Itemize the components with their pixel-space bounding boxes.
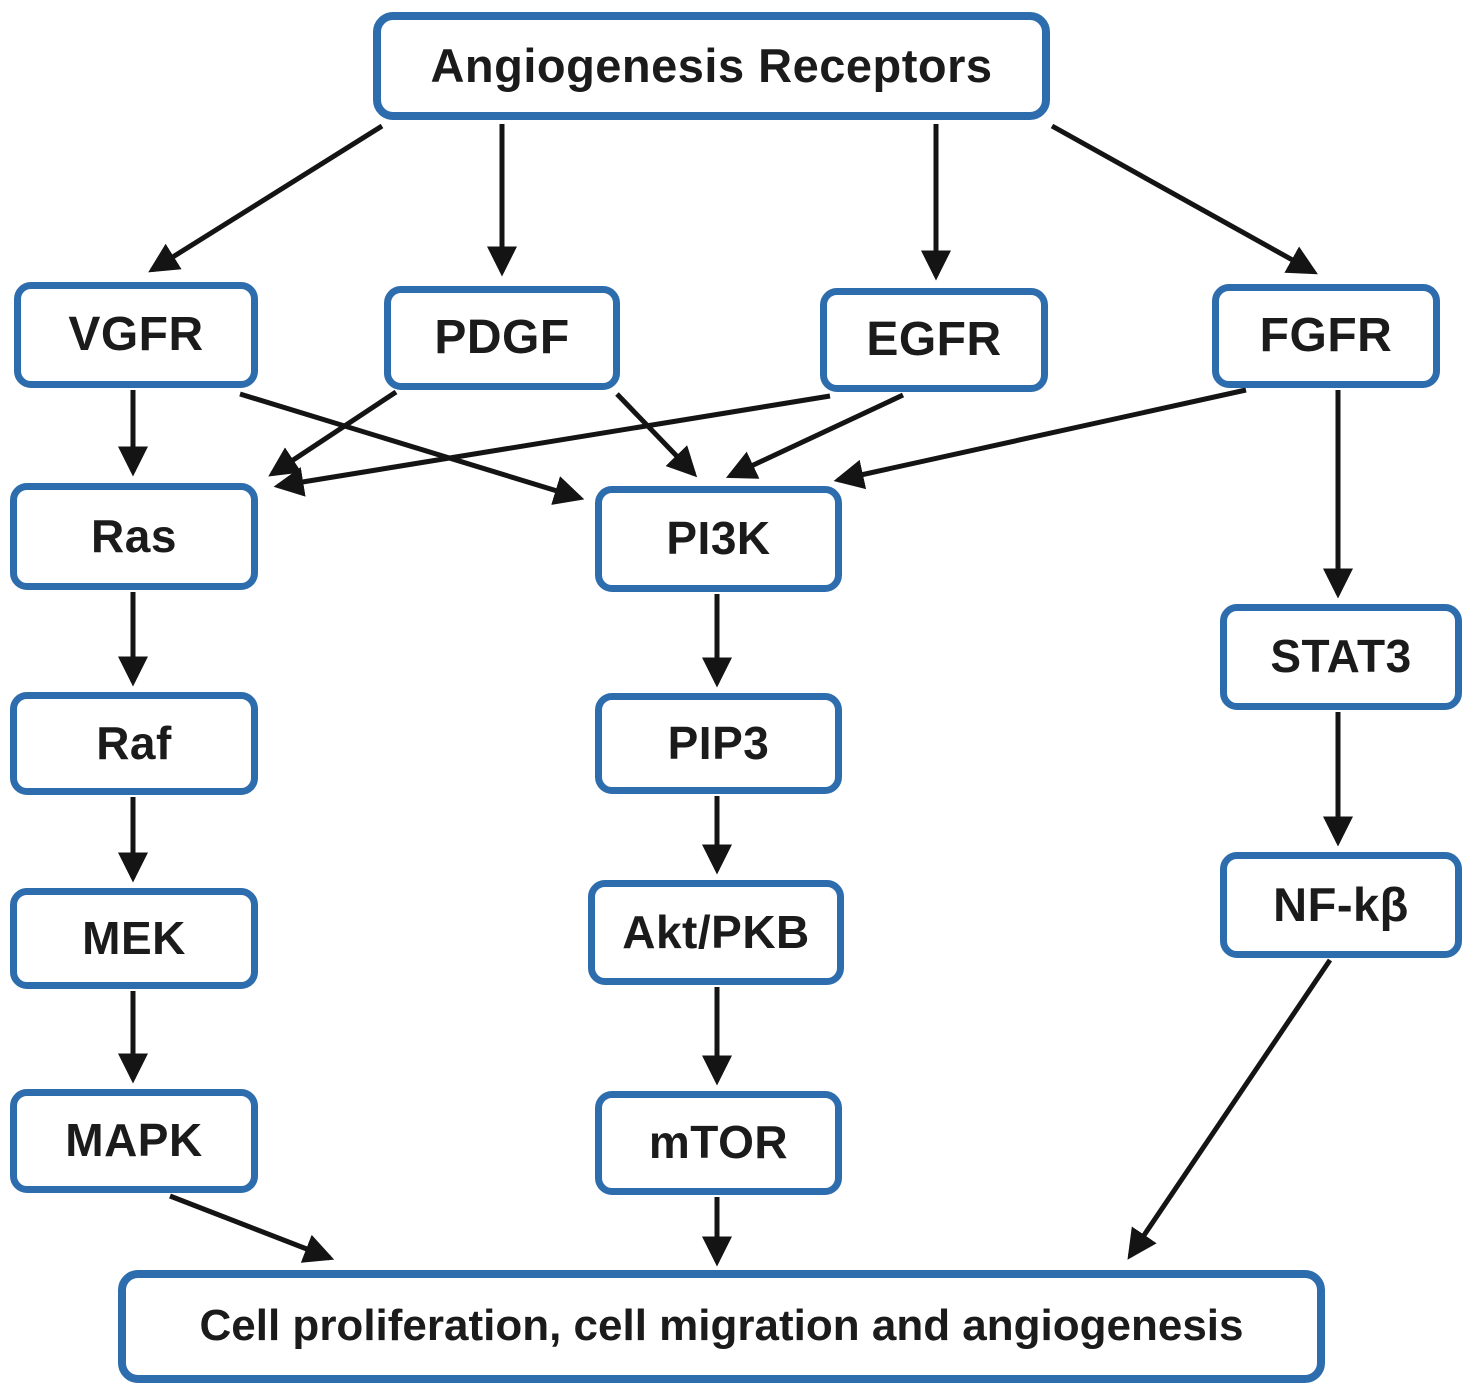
node-label: MAPK [65, 1114, 203, 1166]
node-label: MEK [82, 911, 186, 964]
arrow-vgfr-to-pi3k [239, 391, 585, 505]
node-label: PDGF [434, 310, 570, 364]
node-mek: MEK [10, 888, 258, 989]
arrow-receptors-to-vgfr [148, 123, 384, 273]
node-egfr: EGFR [820, 288, 1048, 392]
node-angiogenesis-receptors: Angiogenesis Receptors [373, 12, 1050, 120]
arrow-pdgf-to-pi3k [615, 392, 698, 478]
node-label: mTOR [648, 1116, 789, 1168]
node-mtor: mTOR [595, 1091, 842, 1195]
arrow-fgfr-to-pi3k [833, 387, 1247, 490]
node-label: VGFR [68, 307, 204, 361]
node-label: PI3K [666, 512, 771, 564]
node-mapk: MAPK [10, 1089, 258, 1193]
node-label: EGFR [866, 312, 1002, 366]
arrow-pdgf-to-ras [268, 389, 398, 477]
node-label: FGFR [1259, 308, 1393, 362]
node-fgfr: FGFR [1212, 284, 1440, 388]
arrow-receptors-to-fgfr [1050, 123, 1318, 275]
node-stat3: STAT3 [1220, 604, 1462, 710]
node-pip3: PIP3 [595, 693, 842, 794]
node-pi3k: PI3K [595, 486, 842, 592]
arrow-egfr-to-pi3k [725, 392, 905, 479]
node-label: Angiogenesis Receptors [430, 38, 993, 92]
node-akt-pkb: Akt/PKB [588, 880, 844, 985]
node-label: STAT3 [1270, 630, 1412, 682]
node-outcome: Cell proliferation, cell migration and a… [118, 1270, 1325, 1383]
node-ras: Ras [10, 483, 258, 590]
node-raf: Raf [10, 692, 258, 795]
node-nf-kb: NF-kβ [1220, 852, 1462, 958]
arrow-nfkb-to-outcome [1127, 958, 1333, 1260]
node-label: NF-kβ [1273, 877, 1409, 931]
node-label: PIP3 [667, 716, 770, 769]
node-vgfr: VGFR [14, 282, 258, 388]
node-label: Cell proliferation, cell migration and a… [199, 1300, 1244, 1350]
node-label: Akt/PKB [622, 905, 810, 958]
arrow-egfr-to-ras [273, 393, 831, 497]
node-label: Ras [91, 509, 177, 562]
arrow-mapk-to-outcome [169, 1193, 335, 1263]
node-pdgf: PDGF [384, 286, 620, 390]
node-label: Raf [96, 716, 172, 769]
